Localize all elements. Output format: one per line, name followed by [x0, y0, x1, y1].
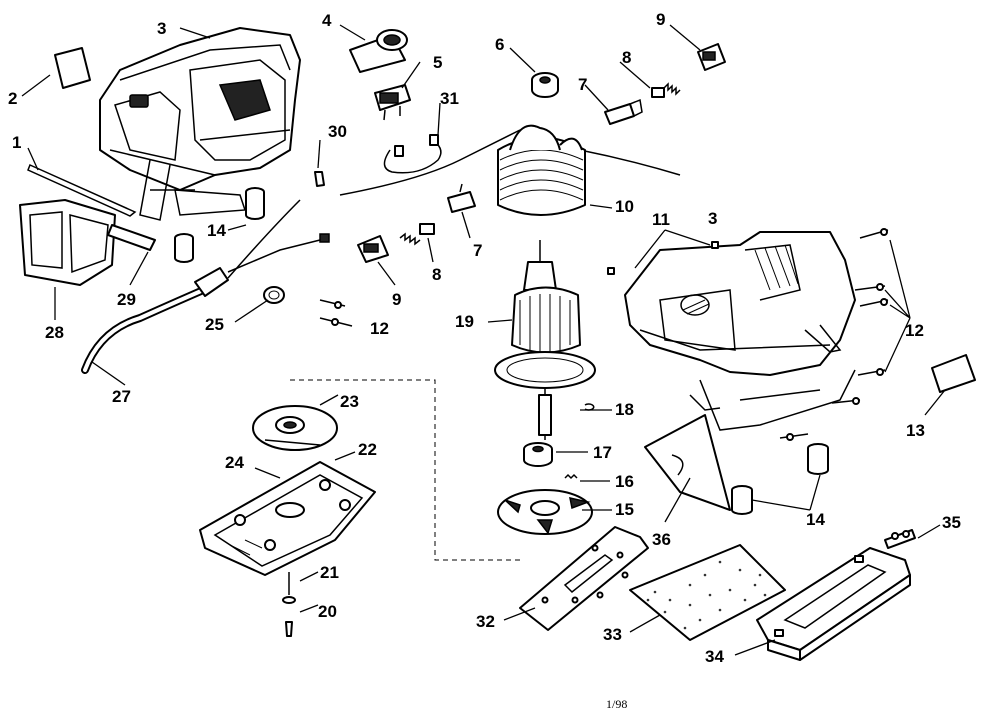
callout-14-left: 14: [207, 221, 226, 240]
abrasive-pad: [629, 544, 786, 641]
wire-strip: [27, 163, 137, 217]
callout-labels: 1 2 3 3 4 5 6 7 7 8 8 9 9 10 11 12 12 13…: [8, 10, 961, 666]
callout-19: 19: [455, 312, 474, 331]
callout-15: 15: [615, 500, 634, 519]
callout-36: 36: [652, 530, 671, 549]
brush-holder-right: [604, 98, 643, 125]
base-screw: [285, 572, 293, 637]
callout-10: 10: [615, 197, 634, 216]
counterweight-fan: [497, 489, 593, 535]
switch-bracket: [107, 224, 156, 251]
wire-lead: [383, 134, 442, 174]
screws-left: [319, 299, 353, 327]
callout-12-left: 12: [370, 319, 389, 338]
callout-12-right: 12: [905, 321, 924, 340]
callout-33: 33: [603, 625, 622, 644]
callout-35: 35: [942, 513, 961, 532]
shaft-key: [564, 473, 578, 480]
pad-frame: [756, 547, 911, 661]
bottom-bearing: [523, 442, 553, 467]
top-bearing: [531, 72, 559, 98]
leader-lines: [21, 24, 946, 656]
callout-11: 11: [652, 210, 670, 229]
sanding-base: [199, 461, 376, 576]
housing-pins: [607, 241, 719, 275]
callout-14-right: 14: [806, 510, 825, 529]
callout-29: 29: [117, 290, 136, 309]
base-washer: [282, 596, 296, 604]
page-code: 1/98: [606, 697, 627, 711]
callout-25: 25: [205, 315, 224, 334]
callout-23: 23: [340, 392, 359, 411]
cord-clamp: [263, 286, 285, 304]
callout-9-right: 9: [656, 10, 665, 29]
part-label-sheet: [54, 47, 91, 89]
callout-32: 32: [476, 612, 495, 631]
bushing-left-a: [245, 187, 265, 220]
callout-30: 30: [328, 122, 347, 141]
callout-27: 27: [112, 387, 131, 406]
callout-31: 31: [440, 89, 459, 108]
callout-20: 20: [318, 602, 337, 621]
bushing-left-b: [174, 233, 194, 263]
dust-shield: [644, 414, 731, 511]
switch: [374, 84, 411, 121]
callout-8-right: 8: [622, 48, 631, 67]
callout-22: 22: [358, 440, 377, 459]
callout-24: 24: [225, 453, 244, 472]
left-housing-half: [99, 27, 301, 221]
callout-7-right: 7: [578, 75, 587, 94]
callout-3-left: 3: [157, 19, 166, 38]
brush-spring-right: [651, 82, 681, 98]
brush-holder-left: [447, 183, 476, 213]
callout-5: 5: [433, 53, 442, 72]
switch-boot: [349, 29, 408, 73]
field-lead-wire: [339, 129, 681, 196]
eccentric-disk: [252, 405, 338, 451]
brush-cap-left: [357, 235, 389, 263]
bushing-right-b: [731, 485, 753, 515]
assembly-line: [290, 379, 520, 561]
punch-plate: [519, 526, 649, 631]
callout-9-left: 9: [392, 290, 401, 309]
retaining-ring: [584, 403, 595, 411]
callout-2: 2: [8, 89, 17, 108]
cover-plate: [19, 199, 116, 286]
callout-34: 34: [705, 647, 724, 666]
right-housing-half: [624, 231, 856, 431]
power-cord: [81, 199, 330, 374]
callout-28: 28: [45, 323, 64, 342]
callout-21: 21: [320, 563, 339, 582]
callout-16: 16: [615, 472, 634, 491]
callout-17: 17: [593, 443, 612, 462]
brush-spring-left: [399, 223, 435, 246]
callout-7-left: 7: [473, 241, 482, 260]
field-coil: [497, 124, 586, 216]
callout-1: 1: [12, 133, 21, 152]
callout-18: 18: [615, 400, 634, 419]
terminal-screw: [314, 171, 325, 187]
callout-6: 6: [495, 35, 504, 54]
callout-3-right: 3: [708, 209, 717, 228]
screws-right: [779, 228, 889, 441]
bushing-right-a: [807, 443, 829, 475]
callout-13: 13: [906, 421, 925, 440]
callout-8-left: 8: [432, 265, 441, 284]
rating-label: [931, 354, 976, 393]
armature: [494, 240, 596, 440]
brush-cap-right: [697, 43, 726, 71]
paper-clamp: [884, 529, 916, 549]
callout-4: 4: [322, 11, 332, 30]
